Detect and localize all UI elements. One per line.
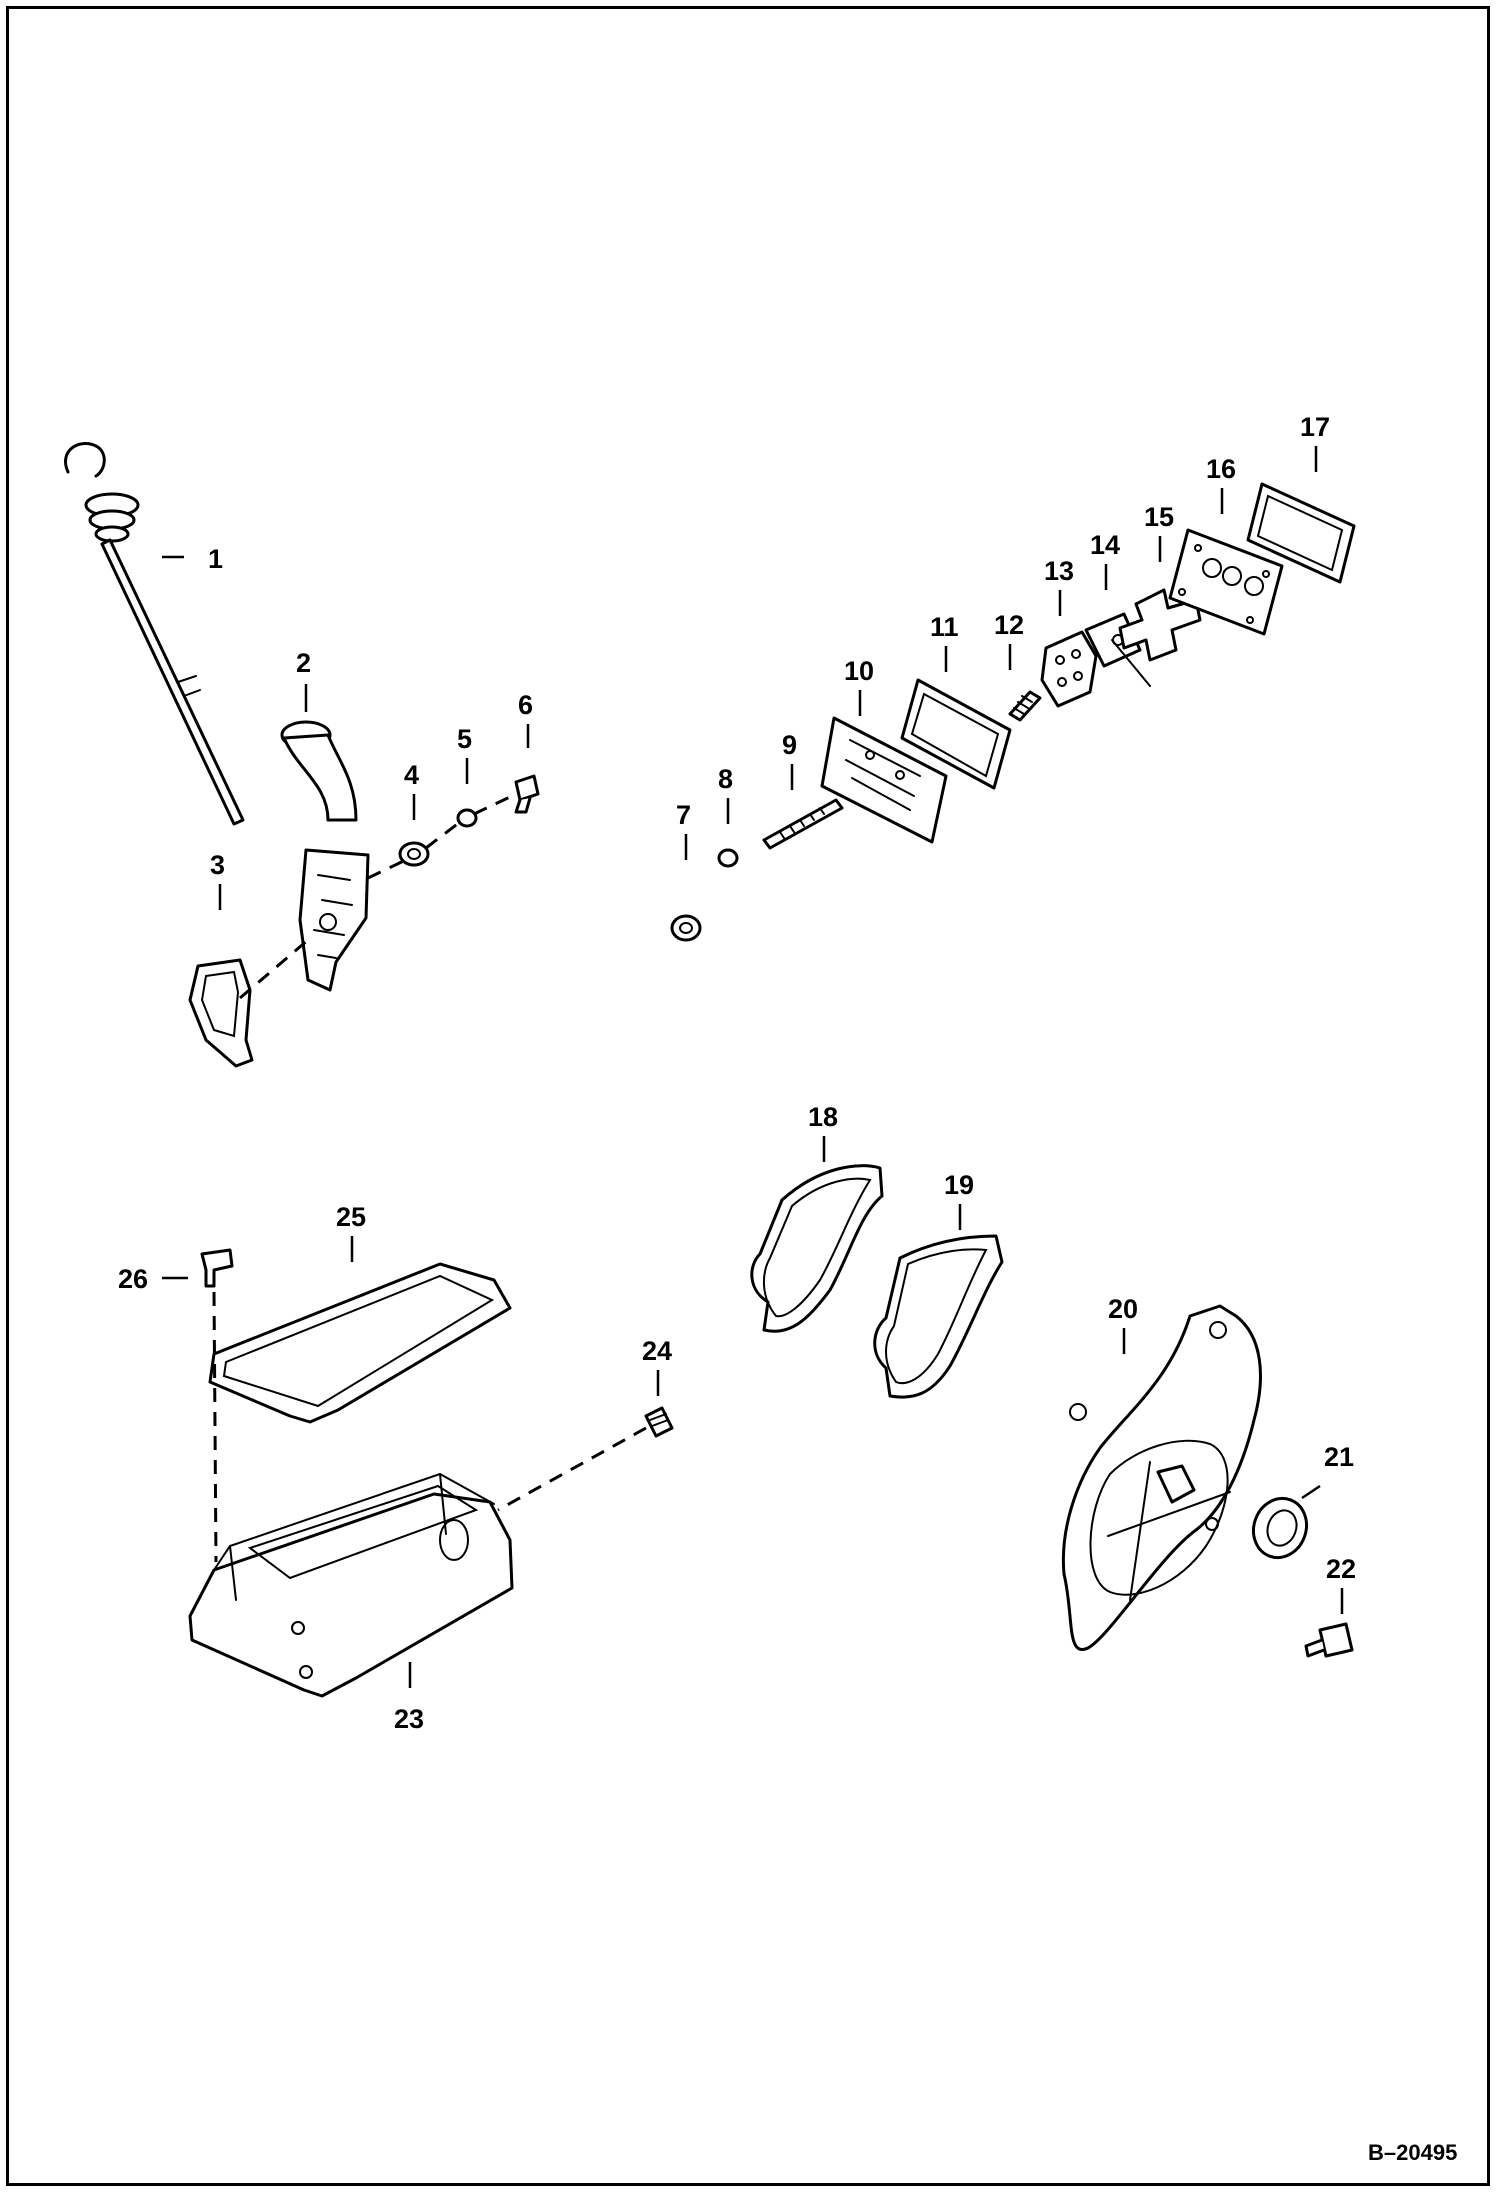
callout-23: 23 xyxy=(394,1704,424,1734)
part-18-gasket xyxy=(750,1164,884,1333)
callout-17: 17 xyxy=(1300,412,1330,442)
callout-21: 21 xyxy=(1324,1442,1354,1472)
callout-12: 12 xyxy=(994,610,1024,640)
callout-18: 18 xyxy=(808,1102,838,1132)
callout-20: 20 xyxy=(1108,1294,1138,1324)
callout-4: 4 xyxy=(404,760,419,790)
part-22-bolt xyxy=(1304,1622,1354,1658)
leader-lines xyxy=(162,446,1344,1688)
callout-1: 1 xyxy=(208,544,223,574)
callout-7: 7 xyxy=(676,800,691,830)
part-3-gasket xyxy=(188,958,254,1068)
callout-5: 5 xyxy=(457,724,472,754)
callout-6: 6 xyxy=(518,690,533,720)
callout-2: 2 xyxy=(296,648,311,678)
part-16-cover xyxy=(1168,528,1284,636)
drawing-reference: B–20495 xyxy=(1368,2140,1457,2165)
part-15-reed xyxy=(1118,588,1202,662)
callout-3: 3 xyxy=(210,850,225,880)
part-10-plate xyxy=(820,716,948,844)
callout-22: 22 xyxy=(1326,1554,1356,1584)
callout-10: 10 xyxy=(844,656,874,686)
part-11-gasket xyxy=(900,678,1012,790)
callout-labels: 1 2 3 4 5 6 7 8 9 10 11 12 13 14 15 16 1… xyxy=(118,412,1356,1734)
callout-24: 24 xyxy=(642,1336,672,1366)
callout-13: 13 xyxy=(1044,556,1074,586)
callout-8: 8 xyxy=(718,764,733,794)
part-19-gasket xyxy=(873,1234,1004,1399)
callout-9: 9 xyxy=(782,730,797,760)
callout-16: 16 xyxy=(1206,454,1236,484)
page-border xyxy=(6,6,1490,2186)
callout-15: 15 xyxy=(1144,502,1174,532)
part-23-oil-pan xyxy=(188,1472,514,1698)
assembly-line-plug xyxy=(497,1426,647,1512)
part-21-seal xyxy=(1252,1496,1308,1560)
callout-26: 26 xyxy=(118,1264,148,1294)
callout-14: 14 xyxy=(1090,530,1120,560)
callout-25: 25 xyxy=(336,1202,366,1232)
part-24-plug xyxy=(644,1406,674,1438)
part-25-gasket xyxy=(208,1262,512,1424)
callout-19: 19 xyxy=(944,1170,974,1200)
part-26-bolt xyxy=(200,1248,234,1288)
part-7-nut xyxy=(670,914,702,942)
part-13-valve xyxy=(1040,630,1098,708)
callout-11: 11 xyxy=(930,612,959,642)
part-17-gasket xyxy=(1246,482,1356,584)
assembly-line-pan xyxy=(212,1291,218,1563)
part-2-filler-neck xyxy=(280,720,370,992)
part-6-bolt xyxy=(514,774,540,814)
part-5-washer xyxy=(456,808,478,828)
part-8-washer xyxy=(717,848,739,868)
part-4-nut xyxy=(398,841,430,867)
part-12-spring xyxy=(1008,690,1042,722)
part-1-dipstick xyxy=(64,442,245,826)
part-20-housing xyxy=(1061,1304,1262,1651)
part-9-stud xyxy=(762,798,844,850)
